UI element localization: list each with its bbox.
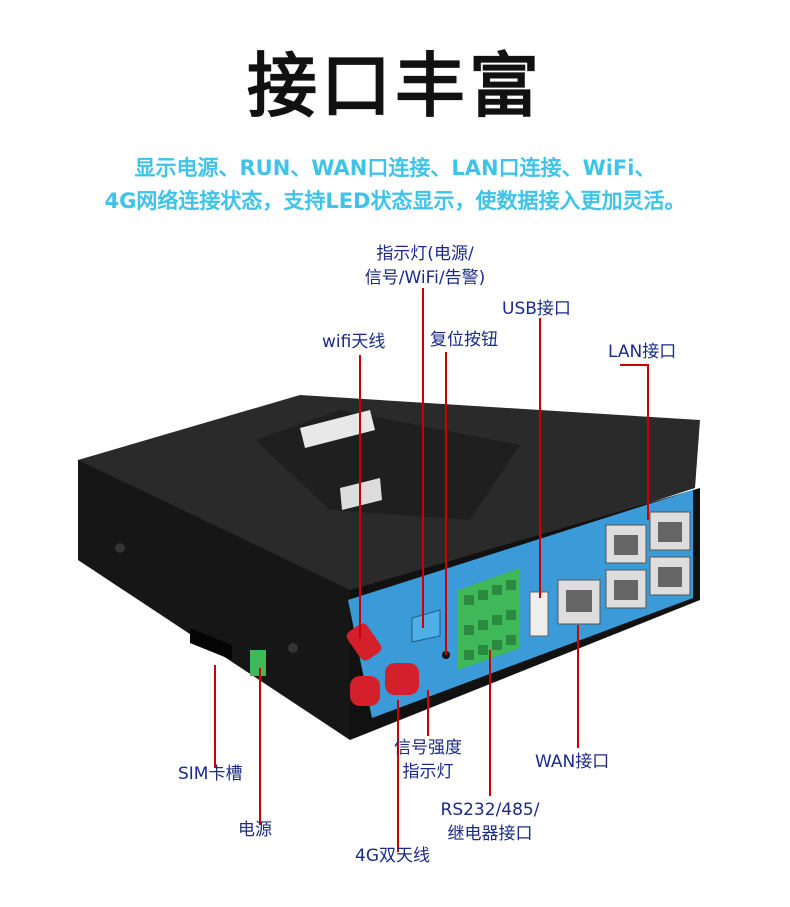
- antenna-4g-label: 4G双天线: [355, 846, 430, 866]
- lan-label: LAN接口: [608, 342, 677, 362]
- leader-lines: [214, 288, 649, 852]
- antenna-4g-left: [350, 676, 380, 706]
- signal-label: 信号强度 指示灯: [388, 736, 468, 784]
- rs-label-line1: RS232/485/: [440, 800, 540, 820]
- screw: [288, 643, 298, 653]
- usb-label: USB接口: [502, 299, 571, 319]
- rs-label: RS232/485/ 继电器接口: [430, 798, 550, 846]
- power-label: 电源: [238, 820, 272, 840]
- signal-label-line1: 信号强度: [394, 738, 462, 758]
- reset-label: 复位按钮: [430, 330, 498, 350]
- indicator-box: [411, 609, 441, 643]
- device-left-face: [78, 460, 350, 740]
- subtitle-line-1: 显示电源、RUN、WAN口连接、LAN口连接、WiFi、: [134, 156, 656, 180]
- indicator-label-line1: 指示灯(电源/: [376, 244, 474, 264]
- rs-label-line2: 继电器接口: [447, 824, 533, 844]
- indicator-label-line2: 信号/WiFi/告警): [364, 268, 486, 288]
- wan-label: WAN接口: [535, 752, 610, 772]
- indicator-label: 指示灯(电源/ 信号/WiFi/告警): [350, 242, 500, 290]
- page-title: 接口丰富: [247, 45, 543, 127]
- antenna-4g-right: [385, 663, 419, 695]
- signal-label-line2: 指示灯: [402, 762, 454, 782]
- sim-slot: [190, 628, 232, 660]
- device-sticker: [300, 410, 375, 448]
- usb-port: [529, 591, 549, 637]
- power-terminal: [250, 650, 266, 676]
- screw: [115, 543, 125, 553]
- sim-label: SIM卡槽: [178, 764, 243, 784]
- wifi-antenna-label: wifi天线: [322, 332, 386, 352]
- terminal-block: [458, 568, 520, 670]
- wifi-antenna: [346, 623, 382, 661]
- subtitle-line-2: 4G网络连接状态，支持LED状态显示，使数据接入更加灵活。: [104, 189, 686, 213]
